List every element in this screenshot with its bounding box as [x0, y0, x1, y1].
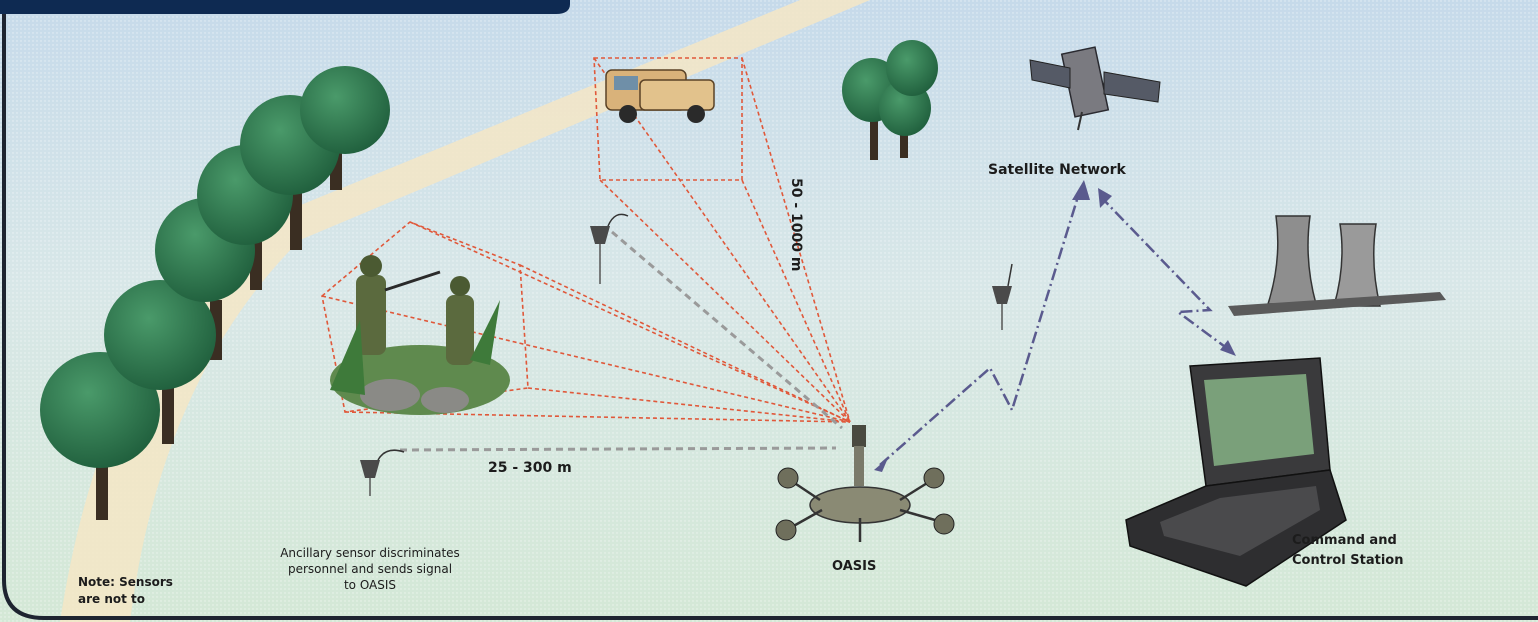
soldiers-icon — [330, 255, 510, 415]
laptop-icon — [1125, 357, 1347, 587]
satellite-network-label: Satellite Network — [988, 162, 1127, 178]
sensor-icon — [590, 213, 629, 284]
header-bar — [0, 0, 570, 14]
truck-icon — [605, 69, 715, 123]
comm-links — [879, 189, 1233, 466]
cooling-tower-icon — [1228, 215, 1446, 316]
note-line1: Note: Sensors — [78, 575, 173, 589]
station-label-line1: Command and — [1292, 533, 1397, 548]
frame-border — [2, 14, 1538, 620]
tree-icon — [842, 40, 938, 160]
sensor-links — [399, 230, 843, 452]
range-far-label: 50 - 1000 m — [788, 178, 804, 271]
sensor-icon — [360, 449, 405, 496]
note-line2: are not to — [78, 592, 145, 606]
oasis-unit-icon — [775, 425, 955, 542]
sensor-icon — [992, 263, 1013, 330]
satellite-icon — [1029, 46, 1161, 131]
link-arrows — [874, 180, 1236, 472]
tree-icon — [40, 66, 390, 520]
ancillary-caption-line1: Ancillary sensor discriminates — [280, 546, 460, 560]
ancillary-caption-line3: to OASIS — [344, 578, 396, 592]
station-label-line2: Control Station — [1292, 553, 1403, 568]
range-near-label: 25 - 300 m — [488, 460, 572, 476]
ancillary-caption-line2: personnel and sends signal — [288, 562, 452, 576]
oasis-label: OASIS — [832, 559, 876, 574]
